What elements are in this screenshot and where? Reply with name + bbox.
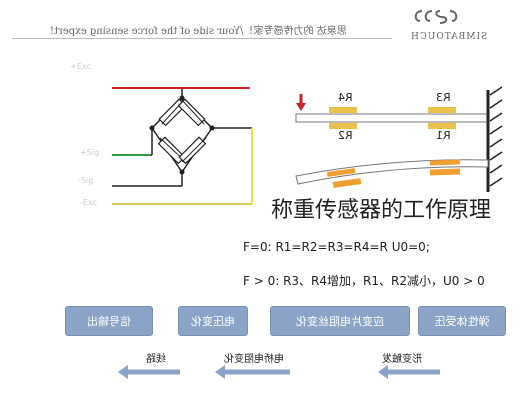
label-r4: R4 xyxy=(338,91,353,104)
page-title: 称重传感器的工作原理 xyxy=(271,198,492,223)
label-r3: R3 xyxy=(436,91,451,104)
label-r2: R2 xyxy=(338,129,353,142)
faint-label-4: -Exc xyxy=(80,198,97,207)
resistor-r1 xyxy=(428,123,456,129)
flow-label-line: 线路 xyxy=(146,354,166,365)
company-logo-icon xyxy=(414,10,458,24)
faint-label-1: +Exc xyxy=(70,62,91,71)
flow-box-elastic: 弹性体受压 xyxy=(418,306,506,336)
flow-box-output: 信号输出 xyxy=(65,306,153,336)
beam-bent xyxy=(295,159,489,188)
flow-box-voltage: 电压变化 xyxy=(178,306,248,336)
header-divider xyxy=(12,38,392,39)
beam-straight xyxy=(295,107,489,129)
flow-box-strain: 应变片电阻丝变化 xyxy=(270,306,410,336)
resistor-r3 xyxy=(428,107,456,113)
resistor-r4 xyxy=(329,107,357,113)
fixed-wall xyxy=(486,86,503,192)
faint-label-2: +Sig xyxy=(80,148,100,157)
bridge-resistor-4 xyxy=(178,136,207,165)
resistor-r2 xyxy=(329,123,357,129)
bridge-resistor-2 xyxy=(177,98,206,127)
flow-label-bridge: 电桥电阻变化 xyxy=(224,354,284,365)
faint-label-3: -Sig xyxy=(78,176,94,185)
force-arrow-icon xyxy=(296,94,306,111)
formula-positive-force: F > 0: R3、R4增加，R1、R2减小，U0 > 0 xyxy=(243,274,485,288)
flow-label-deform: 形变触发 xyxy=(382,354,422,365)
formula-zero-force: F=0: R1=R2=R3=R4=R U0=0; xyxy=(243,240,430,254)
label-r1: R1 xyxy=(436,129,451,142)
